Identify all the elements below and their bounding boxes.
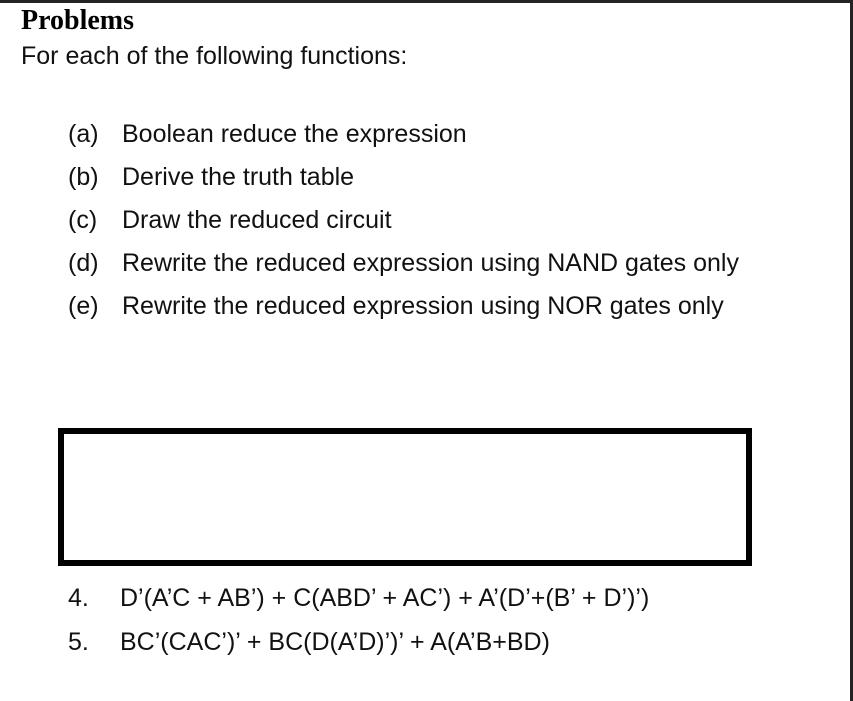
list-item-e: (e) Rewrite the reduced expression using… (0, 288, 853, 331)
list-item-marker: (e) (68, 292, 99, 320)
expression-item-5: 5. BC’(CAC’)’ + BC(D(A’D)’)’ + A(A’B+BD) (0, 624, 853, 668)
answer-box[interactable] (58, 428, 752, 566)
list-item-c: (c) Draw the reduced circuit (0, 202, 853, 245)
list-item-b: (b) Derive the truth table (0, 159, 853, 202)
intro-text: For each of the following functions: (21, 42, 408, 70)
list-item-label: Rewrite the reduced expression using NAN… (122, 249, 739, 277)
expression-list: 4. D’(A’C + AB’) + C(ABD’ + AC’) + A’(D’… (0, 580, 853, 668)
list-item-label: Boolean reduce the expression (122, 120, 467, 148)
list-item-a: (a) Boolean reduce the expression (0, 116, 853, 159)
expression-marker: 5. (68, 628, 89, 656)
list-item-label: Rewrite the reduced expression using NOR… (122, 292, 724, 320)
list-item-label: Derive the truth table (122, 163, 355, 191)
list-item-marker: (d) (68, 249, 99, 277)
boolean-expression: BC’(CAC’)’ + BC(D(A’D)’)’ + A(A’B+BD) (120, 628, 550, 656)
list-item-d: (d) Rewrite the reduced expression using… (0, 245, 853, 288)
page-edge-top (0, 0, 853, 3)
list-item-marker: (a) (68, 120, 99, 148)
boolean-expression: D’(A’C + AB’) + C(ABD’ + AC’) + A’(D’+(B… (120, 584, 650, 612)
list-item-label: Draw the reduced circuit (122, 206, 392, 234)
page-edge-right (850, 0, 853, 701)
list-item-marker: (c) (68, 206, 98, 234)
page-title: Problems (21, 5, 135, 36)
expression-marker: 4. (68, 584, 89, 612)
list-item-marker: (b) (68, 163, 99, 191)
sub-task-list: (a) Boolean reduce the expression (b) De… (0, 116, 853, 331)
expression-item-4: 4. D’(A’C + AB’) + C(ABD’ + AC’) + A’(D’… (0, 580, 853, 624)
